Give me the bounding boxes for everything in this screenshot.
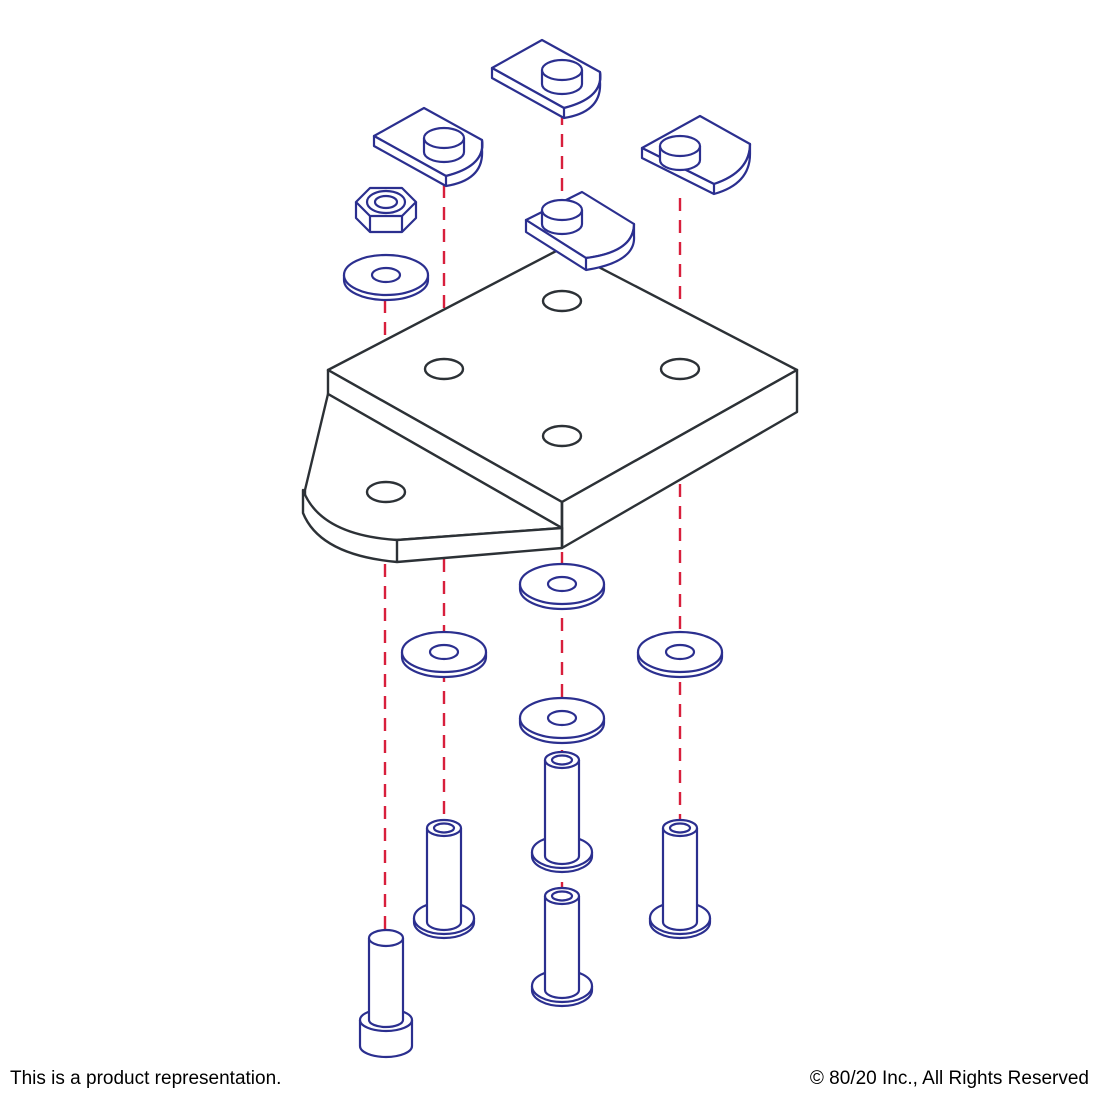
hex-nut	[354, 186, 418, 234]
button-screw-left	[412, 818, 476, 940]
plate-hole-left	[423, 357, 465, 381]
washer-top-left	[342, 253, 430, 302]
plate-hole-right	[659, 357, 701, 381]
t-nuts	[372, 38, 752, 272]
t-nut-upper-right	[640, 114, 752, 196]
plate-hole-ear	[365, 480, 407, 504]
button-head-screws	[412, 750, 712, 1008]
washer-center-upper	[518, 562, 606, 611]
disclaimer-text: This is a product representation.	[10, 1068, 282, 1089]
washer-right	[636, 630, 724, 679]
plate-hole-top	[541, 289, 583, 313]
washers	[342, 253, 724, 745]
button-screw-center-upper	[530, 750, 594, 874]
t-nut-top-center	[490, 38, 602, 120]
mounting-plate	[301, 246, 799, 564]
button-screw-center-lower	[530, 886, 594, 1008]
socket-head-cap-screw	[358, 928, 414, 1059]
plate-hole-center	[541, 424, 583, 448]
washer-center-lower	[518, 696, 606, 745]
t-nut-center	[524, 190, 636, 272]
t-nut-upper-left	[372, 106, 484, 188]
washer-left	[400, 630, 488, 679]
button-screw-right	[648, 818, 712, 940]
copyright-text: © 80/20 Inc., All Rights Reserved	[809, 1068, 1089, 1089]
